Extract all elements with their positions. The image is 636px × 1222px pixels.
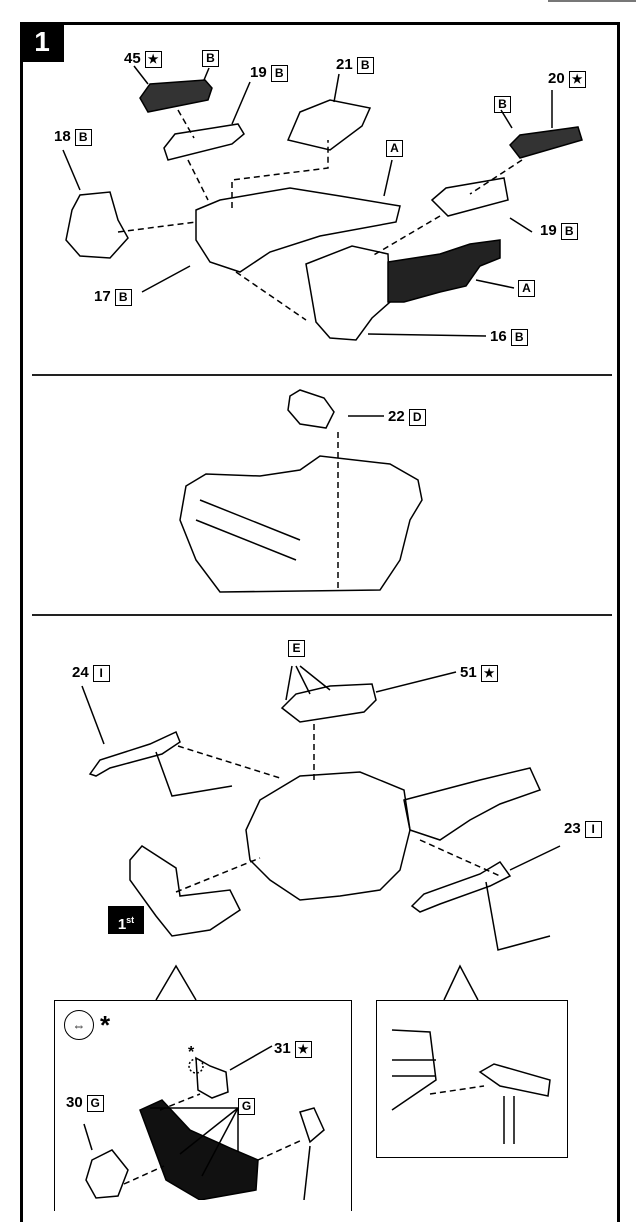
part-number: 31 bbox=[274, 1040, 291, 1057]
part-number: 23 bbox=[564, 820, 581, 837]
part-number: 19 bbox=[540, 222, 557, 239]
part-tag: B bbox=[74, 128, 92, 146]
step-number-badge: 1 bbox=[20, 22, 64, 62]
part-tag: B bbox=[202, 50, 219, 67]
engine-assembly bbox=[245, 771, 411, 901]
part-tag: B bbox=[356, 56, 374, 74]
callout-part-45: 45★ bbox=[124, 50, 162, 68]
part-number: 22 bbox=[388, 408, 405, 425]
pedal-detail bbox=[478, 1063, 551, 1097]
part-24-pedal bbox=[88, 730, 181, 777]
page-edge-bar bbox=[548, 0, 636, 2]
step-frame bbox=[20, 22, 620, 1222]
callout-tag-A: A bbox=[386, 140, 403, 157]
part-tag: D bbox=[408, 408, 426, 426]
part-16-console bbox=[305, 245, 391, 341]
part-tag: A bbox=[518, 280, 535, 297]
part-number: 17 bbox=[94, 288, 111, 305]
detail-box-right bbox=[376, 1000, 568, 1158]
callout-tag-B: B bbox=[202, 50, 219, 67]
part-number: 19 bbox=[250, 64, 267, 81]
bracket-part bbox=[299, 1107, 325, 1144]
star-tag: ★ bbox=[144, 50, 162, 68]
small-asterisk: * bbox=[188, 1044, 195, 1061]
part-tag: B bbox=[270, 64, 288, 82]
part-tag: B bbox=[560, 222, 578, 240]
part-number: 30 bbox=[66, 1094, 83, 1111]
first-badge-number: 1 bbox=[117, 916, 127, 933]
callout-tag-A: A bbox=[518, 280, 535, 297]
part-tag: G bbox=[86, 1094, 104, 1112]
callout-part-20: 20★ bbox=[548, 70, 586, 88]
part-17-dash bbox=[195, 187, 401, 273]
part-tag: I bbox=[92, 664, 110, 682]
part-tag: B bbox=[510, 328, 528, 346]
part-number: 21 bbox=[336, 56, 353, 73]
part-51-carb bbox=[280, 683, 377, 723]
star-tag: ★ bbox=[294, 1040, 312, 1058]
part-21-bracket bbox=[286, 99, 372, 151]
part-31-gear bbox=[195, 1056, 229, 1099]
part-number: 51 bbox=[460, 664, 477, 681]
detail-box-left bbox=[54, 1000, 352, 1211]
part-20-vent bbox=[509, 126, 583, 159]
part-tag: G bbox=[238, 1098, 255, 1115]
part-19-lower bbox=[430, 177, 509, 217]
part-tag: A bbox=[386, 140, 403, 157]
section-divider-2 bbox=[32, 614, 612, 616]
star-tag: ★ bbox=[480, 664, 498, 682]
callout-tag-B: B bbox=[494, 96, 511, 113]
part-tag: B bbox=[494, 96, 511, 113]
part-22-knob bbox=[287, 389, 335, 429]
part-tag: E bbox=[288, 640, 305, 657]
part-number: 16 bbox=[490, 328, 507, 345]
part-tag: B bbox=[114, 288, 132, 306]
part-tag: I bbox=[584, 820, 602, 838]
part-number: 20 bbox=[548, 70, 565, 87]
asterisk-icon: * bbox=[100, 1010, 111, 1040]
part-18-housing bbox=[65, 191, 129, 259]
reverse-symbol-row: ⇔ * bbox=[64, 1010, 110, 1040]
first-badge-suffix: st bbox=[126, 915, 135, 925]
part-number: 18 bbox=[54, 128, 71, 145]
accessory-drive bbox=[129, 845, 241, 937]
callout-tag-E: E bbox=[288, 640, 305, 657]
part-45-vent bbox=[139, 79, 213, 113]
transmission bbox=[403, 767, 542, 841]
callout-part-31: 31★ bbox=[274, 1040, 312, 1058]
engine-top-view bbox=[179, 455, 423, 593]
part-number: 24 bbox=[72, 664, 89, 681]
section-divider-1 bbox=[32, 374, 612, 376]
reverse-arrows-icon: ⇔ bbox=[64, 1010, 94, 1040]
part-number: 45 bbox=[124, 50, 141, 67]
callout-tag-G: G bbox=[238, 1098, 255, 1115]
first-step-badge: 1st bbox=[108, 906, 144, 934]
part-23-pedal bbox=[410, 861, 512, 913]
part-19-upper bbox=[163, 123, 245, 161]
star-tag: ★ bbox=[568, 70, 586, 88]
part-30-fan bbox=[85, 1149, 129, 1199]
callout-part-51: 51★ bbox=[460, 664, 498, 682]
part-A-floor-shifter bbox=[387, 239, 501, 303]
